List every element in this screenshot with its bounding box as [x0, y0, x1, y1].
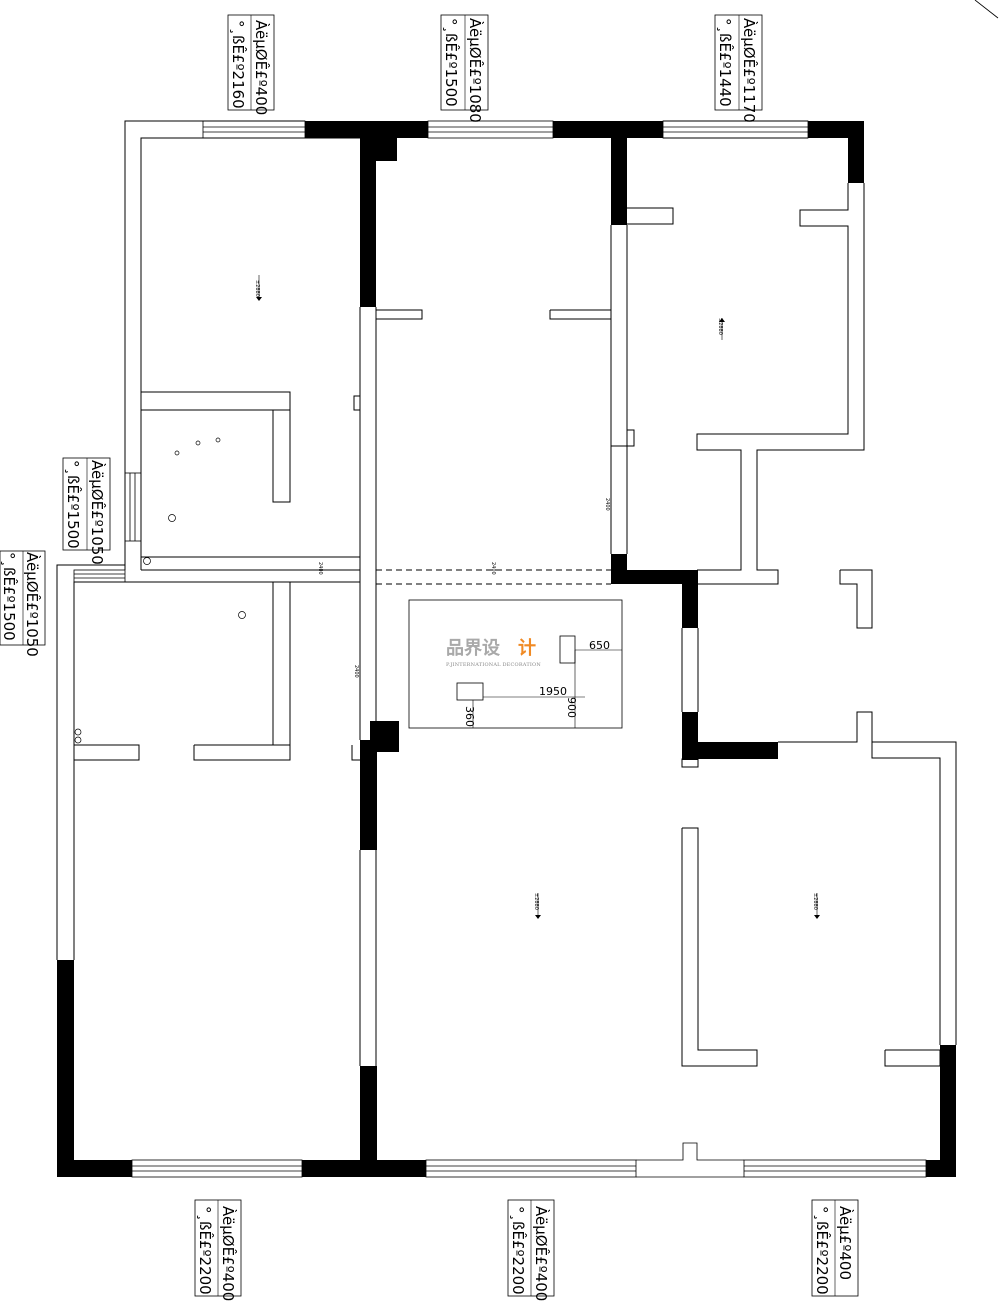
window-label-4-line2: °¸ßÊ£º1500	[64, 460, 83, 549]
note-4: 2400	[353, 665, 359, 678]
dim-1950: 1950	[539, 685, 567, 698]
window-top-1	[202, 120, 306, 139]
level-mark-4: ±2880	[812, 893, 820, 919]
fixture-box-2	[456, 682, 484, 701]
window-label-2-line2: °¸ßÊ£º1500	[442, 18, 461, 107]
dim-650: 650	[589, 639, 610, 652]
window-label-8-line2: °¸ßÊ£º2200	[813, 1206, 832, 1295]
window-top-2	[427, 120, 554, 139]
level-text-2: ±2880	[717, 318, 723, 335]
window-label-1-line2: °¸ßÊ£º2160	[229, 20, 248, 109]
window-bottom-3	[743, 1159, 927, 1178]
dim-900: 900	[565, 697, 578, 718]
level-text-3: ±2880	[533, 893, 539, 910]
window-label-7: ÀëµØÊ£º400 °¸ßÊ£º2200	[507, 1199, 555, 1301]
window-label-7-line2: °¸ßÊ£º2200	[509, 1206, 528, 1295]
level-mark-2: ±2880	[717, 318, 725, 340]
level-text-1: ±2880	[254, 280, 260, 297]
dimension-lines	[472, 649, 622, 728]
island-outline	[408, 599, 623, 729]
window-left-1	[124, 472, 142, 542]
note-3: 2400	[604, 498, 610, 511]
window-label-6-line2: °¸ßÊ£º2200	[196, 1206, 215, 1295]
level-mark-3: ±2880	[533, 893, 541, 919]
window-label-3-line2: °¸ßÊ£º1440	[716, 18, 735, 107]
window-label-5: ÀëµØÊ£º1050 °¸ßÊ£º1500	[0, 550, 46, 657]
window-left-2	[73, 569, 126, 583]
fixture-box-1	[559, 635, 576, 664]
corner-mark	[974, 0, 999, 19]
window-label-2: ÀëµØÊ£º1080 °¸ßÊ£º1500	[440, 14, 489, 123]
dim-360: 360	[463, 706, 476, 727]
window-label-4-line1: ÀëµØÊ£º1050	[88, 460, 107, 565]
plumbing-fixtures	[74, 437, 246, 744]
window-label-3-line1: ÀëµØÊ£º1170	[740, 18, 759, 123]
logo-subtitle: P.JINTERNATIONAL DECORATION	[446, 662, 541, 668]
window-label-5-line2: °¸ßÊ£º1500	[0, 552, 19, 641]
window-label-4: ÀëµØÊ£º1050 °¸ßÊ£º1500	[62, 457, 111, 565]
window-label-5-line1: ÀëµØÊ£º1050	[23, 552, 42, 657]
structural-walls	[57, 121, 956, 1177]
window-label-6: ÀëµØÊ£º400 °¸ßÊ£º2200	[194, 1199, 242, 1301]
note-2: 2400	[490, 562, 496, 575]
window-label-1: ÀëµØÊ£º400 °¸ßÊ£º2160	[227, 14, 275, 115]
window-label-8: Àëµ£º400 °¸ßÊ£º2200	[811, 1199, 859, 1297]
window-label-1-line1: ÀëµØÊ£º400	[252, 20, 271, 115]
window-label-3: ÀëµØÊ£º1170 °¸ßÊ£º1440	[714, 14, 763, 123]
level-mark-1: ±2880	[254, 275, 262, 301]
outer-walls	[56, 120, 957, 1045]
note-1: 2400	[317, 562, 323, 575]
window-top-3	[662, 120, 809, 139]
level-text-4: ±2880	[812, 893, 818, 910]
window-bottom-2	[425, 1159, 637, 1178]
bottom-door-gap	[636, 1142, 744, 1178]
window-label-6-line1: ÀëµØÊ£º400	[219, 1206, 238, 1301]
logo-accent: 计	[518, 637, 536, 659]
logo-main: 品界设	[446, 638, 500, 659]
interior-walls	[74, 207, 941, 1067]
window-label-7-line1: ÀëµØÊ£º400	[532, 1206, 551, 1301]
window-label-8-line1: Àëµ£º400	[836, 1206, 855, 1280]
window-bottom-1	[131, 1159, 303, 1178]
window-label-2-line1: ÀëµØÊ£º1080	[466, 18, 485, 123]
